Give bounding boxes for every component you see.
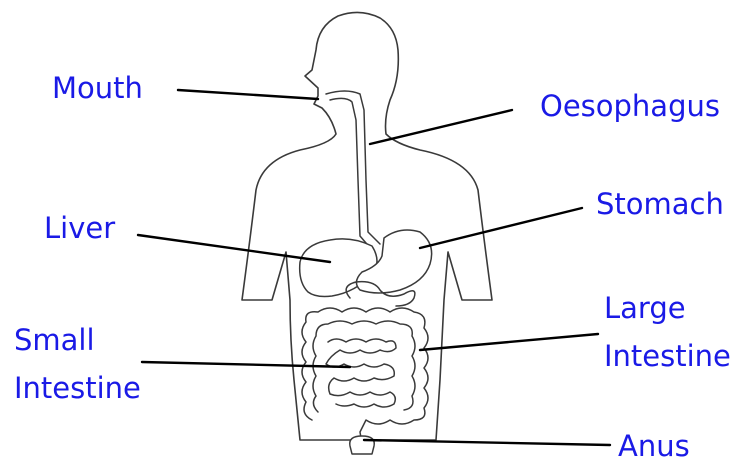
oesophagus-leader-line xyxy=(370,110,512,144)
large-intestine-label-line2: Intestine xyxy=(604,338,731,374)
small-intestine-leader-line xyxy=(142,362,350,367)
small-intestine-label-line1: Small xyxy=(14,322,95,358)
small-intestine-label-line2: Intestine xyxy=(14,370,141,406)
stomach-leader-line xyxy=(420,208,582,248)
large-intestine-leader-line xyxy=(420,334,598,350)
liver-label: Liver xyxy=(44,210,115,246)
large-intestine-tube xyxy=(302,308,428,444)
small-intestine-coils xyxy=(326,339,396,407)
large-intestine-label-line1: Large xyxy=(604,290,686,326)
stomach-label: Stomach xyxy=(596,186,724,222)
anus-leader-line xyxy=(364,440,610,445)
mouth-label: Mouth xyxy=(52,70,143,106)
oesophagus-tube xyxy=(326,91,380,250)
anus-label: Anus xyxy=(618,428,690,464)
mouth-leader-line xyxy=(178,90,318,99)
anus-outline xyxy=(350,436,375,454)
body-outline xyxy=(242,12,492,440)
oesophagus-label: Oesophagus xyxy=(540,88,720,124)
liver-leader-line xyxy=(138,235,330,262)
